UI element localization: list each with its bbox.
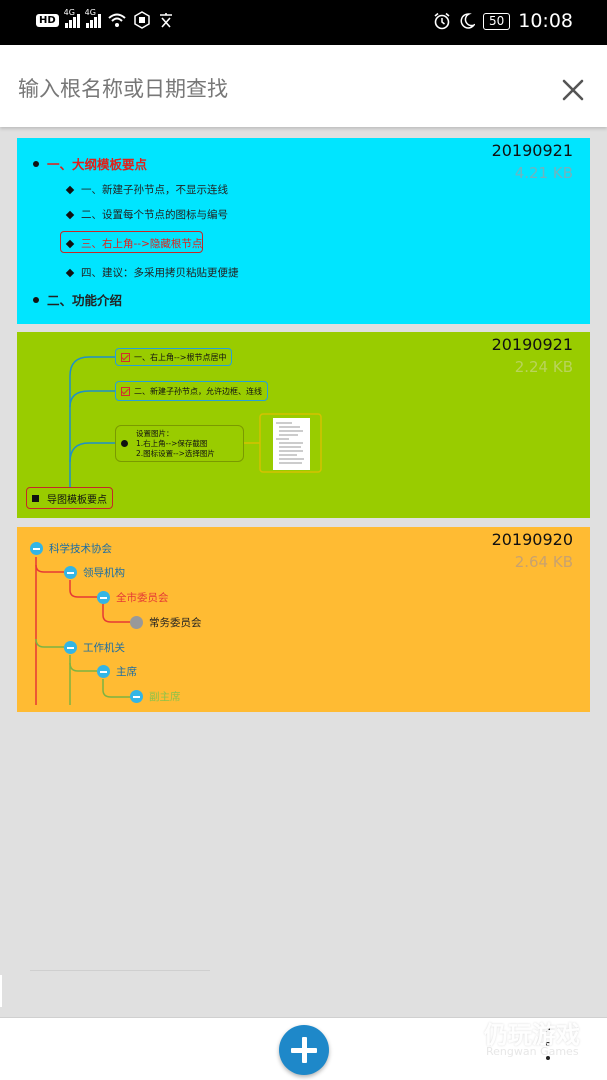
hd-badge: HD — [36, 13, 59, 27]
collapse-icon[interactable] — [64, 566, 77, 579]
alarm-icon — [434, 12, 450, 30]
signal-icon-2: 4G — [85, 8, 101, 28]
watermark: 仍玩游戏 Rengwan Games — [430, 1015, 600, 1065]
bullet-icon — [33, 160, 39, 167]
battery-indicator: 50 — [482, 12, 511, 30]
file-card-outline[interactable]: 20190921 4.21 KB 一、大纲模板要点 一、新建子孙节点，不显示连线… — [17, 138, 590, 324]
collapse-icon[interactable] — [97, 591, 110, 604]
mindmap-node-image: 设置图片： 1.右上角-->保存截图 2.图标设置-->选择图片 — [115, 425, 244, 462]
tree-node: 主席 — [97, 664, 137, 679]
square-bullet-icon — [32, 494, 39, 502]
card-size: 4.21 KB — [514, 164, 573, 182]
wifi-icon — [108, 13, 126, 27]
card-date: 20190920 — [491, 530, 573, 549]
mindmap-node: 一、右上角-->根节点居中 — [115, 348, 233, 366]
tree-node: 领导机构 — [64, 565, 125, 580]
outline-item: 二、设置每个节点的图标与编号 — [65, 207, 228, 222]
checkbox-icon — [121, 386, 130, 396]
tree-node: 全市委员会 — [97, 590, 169, 605]
diamond-bullet-icon — [65, 239, 75, 248]
status-bar: HD 4G 4G 50 10:08 — [0, 0, 607, 45]
status-left: HD 4G 4G — [36, 8, 175, 29]
status-time: 10:08 — [518, 10, 573, 32]
leaf-node-icon — [130, 616, 143, 629]
file-card-tree[interactable]: 科学技术协会 领导机构 全市委员会 常务委员会 工作机关 主席 副主席 2019… — [17, 527, 590, 712]
checkbox-icon — [121, 352, 130, 362]
moon-icon — [460, 13, 475, 29]
tree-connectors — [35, 557, 130, 705]
collapse-icon[interactable] — [97, 665, 110, 678]
divider — [30, 970, 210, 971]
outline-root: 二、功能介绍 — [33, 290, 122, 309]
collapse-icon[interactable] — [64, 641, 77, 654]
bullet-icon — [33, 296, 39, 303]
tree-node: 科学技术协会 — [30, 541, 112, 556]
close-icon[interactable] — [559, 76, 587, 104]
signal-icon: 4G — [64, 8, 80, 28]
outline-root: 一、大纲模板要点 — [33, 154, 147, 173]
search-input[interactable] — [18, 73, 518, 105]
diamond-bullet-icon — [65, 210, 75, 219]
more-vertical-icon[interactable] — [545, 1028, 551, 1060]
diamond-bullet-icon — [65, 185, 75, 194]
card-size: 2.64 KB — [514, 553, 573, 571]
scroll-edge — [0, 975, 2, 1007]
file-card-mindmap[interactable]: 一、右上角-->根节点居中 二、新建子孙节点，允许边框、连线 设置图片： 1.右… — [17, 332, 590, 518]
outline-highlight-box — [60, 231, 203, 253]
mindmap-root: 导图模板要点 — [26, 487, 113, 509]
card-date: 20190921 — [491, 141, 573, 160]
search-header — [0, 45, 607, 127]
card-date: 20190921 — [491, 335, 573, 354]
add-button[interactable] — [279, 1025, 329, 1075]
outline-item: 四、建议：多采用拷贝粘贴更便捷 — [65, 265, 239, 280]
collapse-icon[interactable] — [130, 690, 143, 703]
card-size: 2.24 KB — [514, 358, 573, 376]
hand-icon — [133, 11, 150, 29]
mindmap-node: 二、新建子孙节点，允许边框、连线 — [115, 381, 268, 401]
watermark-subtext: Rengwan Games — [486, 1045, 579, 1058]
outline-item: 三、右上角-->隐藏根节点 — [65, 236, 202, 251]
tree-node: 工作机关 — [64, 640, 125, 655]
mindmap-connectors — [69, 356, 322, 487]
watermark-logo-icon — [432, 1021, 472, 1057]
status-right: 50 10:08 — [433, 10, 573, 32]
bullet-icon — [121, 440, 128, 447]
watermark-text: 仍玩游戏 — [484, 1021, 580, 1049]
outline-item: 一、新建子孙节点，不显示连线 — [65, 182, 228, 197]
translate-icon — [159, 13, 172, 28]
tree-node: 副主席 — [130, 689, 181, 704]
tree-node: 常务委员会 — [130, 615, 202, 630]
diamond-bullet-icon — [65, 268, 75, 277]
collapse-icon[interactable] — [30, 542, 43, 555]
